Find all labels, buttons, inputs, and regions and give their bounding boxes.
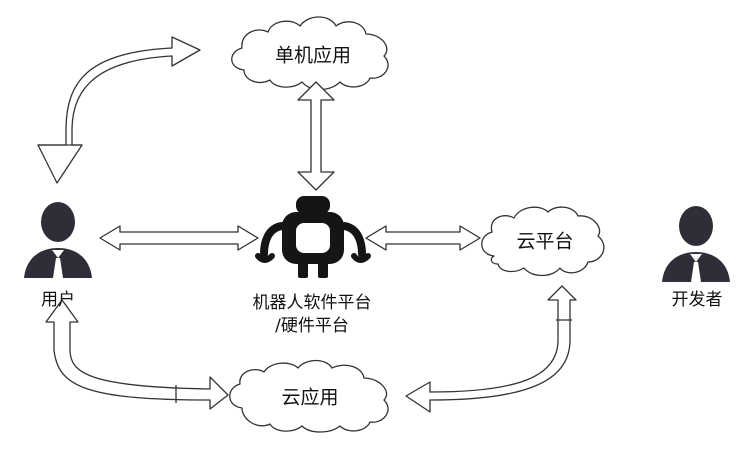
developer-icon [662,206,730,282]
user-label: 用户 [41,290,75,310]
arrow-robot-cloud-platform [365,225,481,251]
arrow-user-standalone-app [37,36,201,184]
developer-label: 开发者 [671,290,723,310]
arrow-standalone-robot [297,81,335,191]
robot-label: 机器人软件平台 /硬件平台 [253,292,372,338]
robot-icon [255,196,371,278]
arrow-user-cloud-app [45,299,229,410]
cloud-platform-label: 云平台 [516,230,574,253]
robot-label-line2: /硬件平台 [275,315,349,336]
cloud-app-label: 云应用 [281,386,339,409]
standalone-app-label: 单机应用 [274,44,352,67]
cloud-cloud-platform [481,206,605,277]
user-icon [24,202,92,278]
cloud-standalone-app [231,16,389,91]
cloud-cloud-app [229,359,389,433]
arrow-cloud-platform-cloud-app [405,285,577,413]
robot-label-line1: 机器人软件平台 [252,293,372,313]
arrow-user-robot [99,225,259,251]
